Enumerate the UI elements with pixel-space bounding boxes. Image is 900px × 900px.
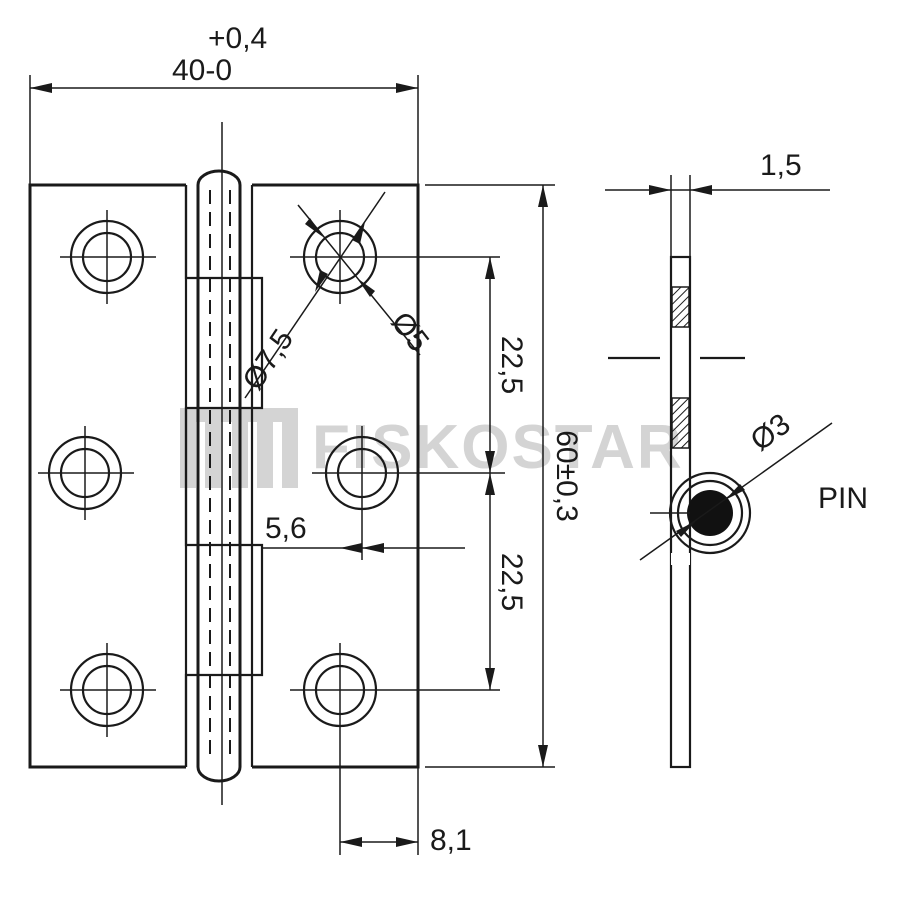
pin-label: PIN <box>818 482 868 515</box>
screw-hole <box>312 426 505 560</box>
screw-hole <box>60 643 156 737</box>
dimension-height-value: 60±0,3 <box>550 430 583 522</box>
screw-hole <box>290 643 500 855</box>
dimension-knuckle-offset: 5,6 <box>262 512 465 553</box>
dimension-countersink-diameter-value: Ø7,5 <box>236 324 300 396</box>
pin-section <box>687 490 733 536</box>
dimension-height: 60±0,3 <box>425 184 583 768</box>
dimension-knuckle-offset-value: 5,6 <box>265 512 307 545</box>
hinge-front-view <box>28 122 505 855</box>
watermark: FISKOSTAR <box>180 408 684 488</box>
screw-hole <box>60 210 156 304</box>
left-leaf-outline <box>28 183 186 769</box>
hatched-section-lower <box>671 397 690 449</box>
dimension-hole-pitch-upper: 22,5 <box>485 257 528 473</box>
dimension-thickness: 1,5 <box>605 149 830 257</box>
knuckle-step-line <box>184 185 264 767</box>
right-leaf-outline <box>252 183 420 769</box>
dimension-pin-diameter-value: Ø3 <box>745 407 797 457</box>
dimension-hole-edge-offset: 8,1 <box>340 767 472 857</box>
dimension-width-value: 40-0 <box>172 54 232 87</box>
dimension-hole-pitch-upper-value: 22,5 <box>495 336 528 394</box>
screw-hole <box>290 210 500 304</box>
dimension-width-tolerance: +0,4 <box>208 22 267 55</box>
dimension-width: +0,4 40-0 <box>29 22 419 185</box>
screw-hole <box>38 426 134 520</box>
dimension-hole-pitch-lower: 22,5 <box>485 473 528 690</box>
dimension-hole-pitch-lower-value: 22,5 <box>495 553 528 611</box>
hatched-section-upper <box>671 286 690 328</box>
watermark-text: FISKOSTAR <box>312 413 684 482</box>
dimension-hole-diameter-value: Ø5 <box>384 306 435 358</box>
dimension-hole-edge-offset-value: 8,1 <box>430 824 472 857</box>
dimension-thickness-value: 1,5 <box>760 149 802 182</box>
